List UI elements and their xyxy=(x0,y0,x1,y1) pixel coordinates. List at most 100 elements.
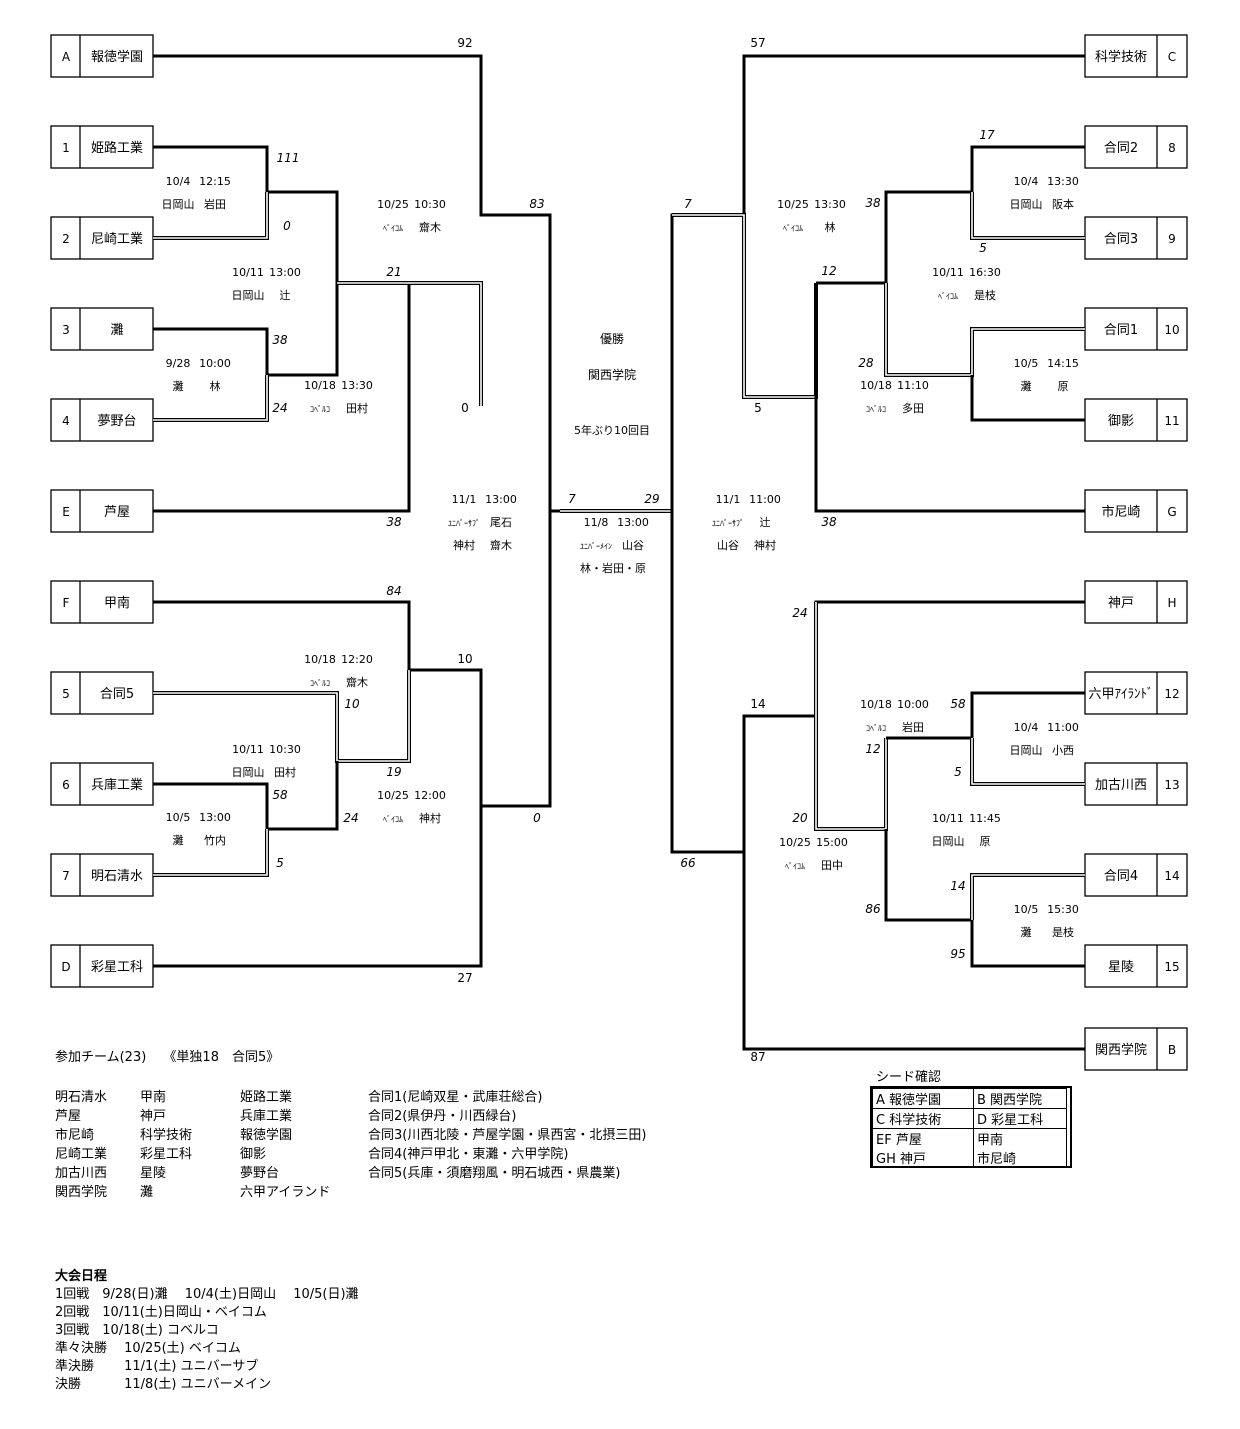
match-umpire: 神村 xyxy=(453,538,475,552)
loser-path-inner xyxy=(971,874,1085,920)
match-umpire: 是枝 xyxy=(974,288,996,302)
match-venue: 日岡山 xyxy=(232,289,265,302)
participant: 報徳学園 xyxy=(240,1128,293,1143)
match-venue: ｺﾍﾞﾙｺ xyxy=(866,724,886,733)
team-seed: 5 xyxy=(62,687,70,701)
score-label: 0 xyxy=(533,811,541,825)
score-label: 86 xyxy=(865,902,881,916)
match-umpire: 阪本 xyxy=(1052,197,1074,211)
score-label: 66 xyxy=(680,856,696,870)
team-seed: E xyxy=(62,505,70,519)
score-label: 10 xyxy=(457,652,472,666)
team-seed: G xyxy=(1167,505,1176,519)
match-umpire: 神村 xyxy=(419,811,441,825)
participant: 関西学院 xyxy=(55,1185,108,1200)
seed-row: EF 芦屋 甲南 xyxy=(872,1128,1067,1148)
seed-row: A 報徳学園 B 関西学院 xyxy=(872,1088,1067,1109)
team-name: 科学技術 xyxy=(1095,49,1147,65)
team-name: 兵庫工業 xyxy=(91,777,143,793)
match-time: 13:00 xyxy=(485,493,517,506)
team-name: 御影 xyxy=(1108,414,1134,429)
seed-cell: C 科学技術 xyxy=(872,1108,974,1129)
score-label: 24 xyxy=(792,606,807,620)
match-date: 10/18 xyxy=(860,379,892,392)
seed-row: GH 神戸 市尼崎 xyxy=(872,1148,1067,1168)
match-umpire: 辻 xyxy=(760,515,771,529)
match-time: 10:00 xyxy=(897,698,929,711)
match-date: 10/4 xyxy=(166,175,191,188)
match-date: 10/18 xyxy=(304,379,336,392)
winner-path xyxy=(670,54,1085,1051)
team-box-frame xyxy=(1084,853,1188,897)
score-label: 14 xyxy=(750,697,765,711)
loser-path xyxy=(814,602,888,831)
match-umpire: 小西 xyxy=(1052,744,1074,757)
match-umpire: 辻 xyxy=(280,288,291,302)
score-label: 92 xyxy=(457,36,472,50)
schedule: 大会日程 1回戦 9/28(日)灘 10/4(土)日岡山 10/5(日)灘 2回… xyxy=(55,1268,359,1394)
participant: 明石清水 xyxy=(55,1090,108,1105)
loser-path-inner xyxy=(153,829,268,876)
match-date: 10/25 xyxy=(377,789,409,802)
participant: 尼崎工業 xyxy=(55,1147,108,1162)
score-label: 38 xyxy=(821,515,837,529)
seed-cell: B 関西学院 xyxy=(973,1088,1067,1109)
score-label: 27 xyxy=(457,971,472,985)
team-box-frame xyxy=(50,762,154,806)
team-box-frame xyxy=(50,307,154,351)
match-time: 10:00 xyxy=(199,357,231,370)
participants-col1: 明石清水 芦屋 市尼崎 尼崎工業 加古川西 関西学院 xyxy=(55,1088,107,1202)
participant: 兵庫工業 xyxy=(240,1109,293,1124)
team-seed: 4 xyxy=(62,414,70,428)
team-name: 合同3 xyxy=(1104,232,1138,247)
team-name: 尼崎工業 xyxy=(91,231,143,247)
score-label: 5 xyxy=(754,401,762,415)
participant: 灘 xyxy=(140,1185,154,1200)
score-label: 12 xyxy=(865,742,880,756)
team-box: 市尼崎 G xyxy=(1084,489,1188,533)
participant: 合同1(尼崎双星・武庫荘総合) xyxy=(368,1090,543,1105)
match-date: 10/11 xyxy=(232,743,264,756)
team-box-frame xyxy=(1084,307,1188,351)
participant: 神戸 xyxy=(140,1109,167,1124)
team-box-frame xyxy=(1084,34,1188,78)
champion-label: 優勝 xyxy=(600,331,624,346)
match-umpire: 林 xyxy=(825,220,836,234)
team-box-frame xyxy=(1084,216,1188,260)
team-name: 灘 xyxy=(110,323,123,338)
score-label: 10 xyxy=(344,697,360,711)
score-label: 87 xyxy=(750,1050,765,1064)
score-label: 20 xyxy=(792,811,808,825)
match-date: 10/18 xyxy=(304,653,336,666)
schedule-line: 準々決勝 10/25(土) ベイコム xyxy=(55,1341,241,1356)
team-seed: 2 xyxy=(62,232,70,246)
match-venue: 灘 xyxy=(1021,926,1032,939)
match-time: 11:00 xyxy=(749,493,781,506)
match-time: 13:30 xyxy=(341,379,373,392)
winner-path xyxy=(153,145,411,513)
champion-note: 5年ぶり10回目 xyxy=(574,423,650,437)
team-name: 姫路工業 xyxy=(91,140,143,156)
participant: 姫路工業 xyxy=(240,1090,293,1105)
score-label: 83 xyxy=(529,197,544,211)
match-time: 13:30 xyxy=(1047,175,1079,188)
team-name: 市尼崎 xyxy=(1101,504,1140,520)
